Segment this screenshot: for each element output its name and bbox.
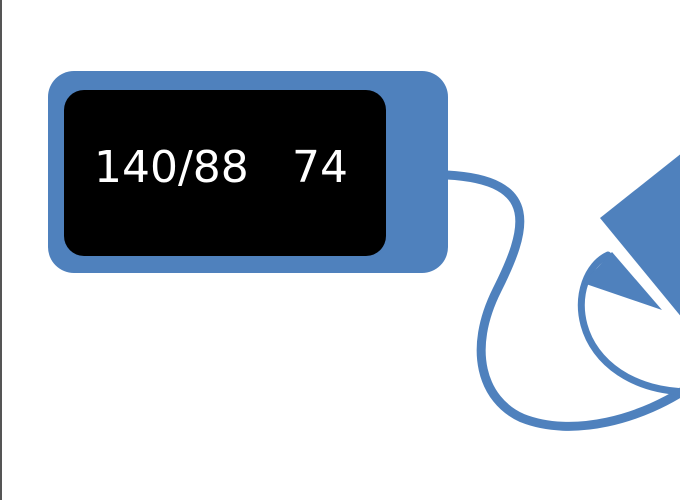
sensor-cable <box>442 170 680 431</box>
blood-pressure-readout: 140/88 <box>94 142 249 193</box>
sensor-lower-clip-wedge <box>583 252 662 310</box>
finger-clip-sensor-icon <box>577 154 680 396</box>
sensor-upper-clip <box>600 154 680 316</box>
sensor-lower-clip <box>577 251 680 396</box>
pulse-readout: 74 <box>292 142 348 193</box>
monitor-screen <box>64 90 386 256</box>
